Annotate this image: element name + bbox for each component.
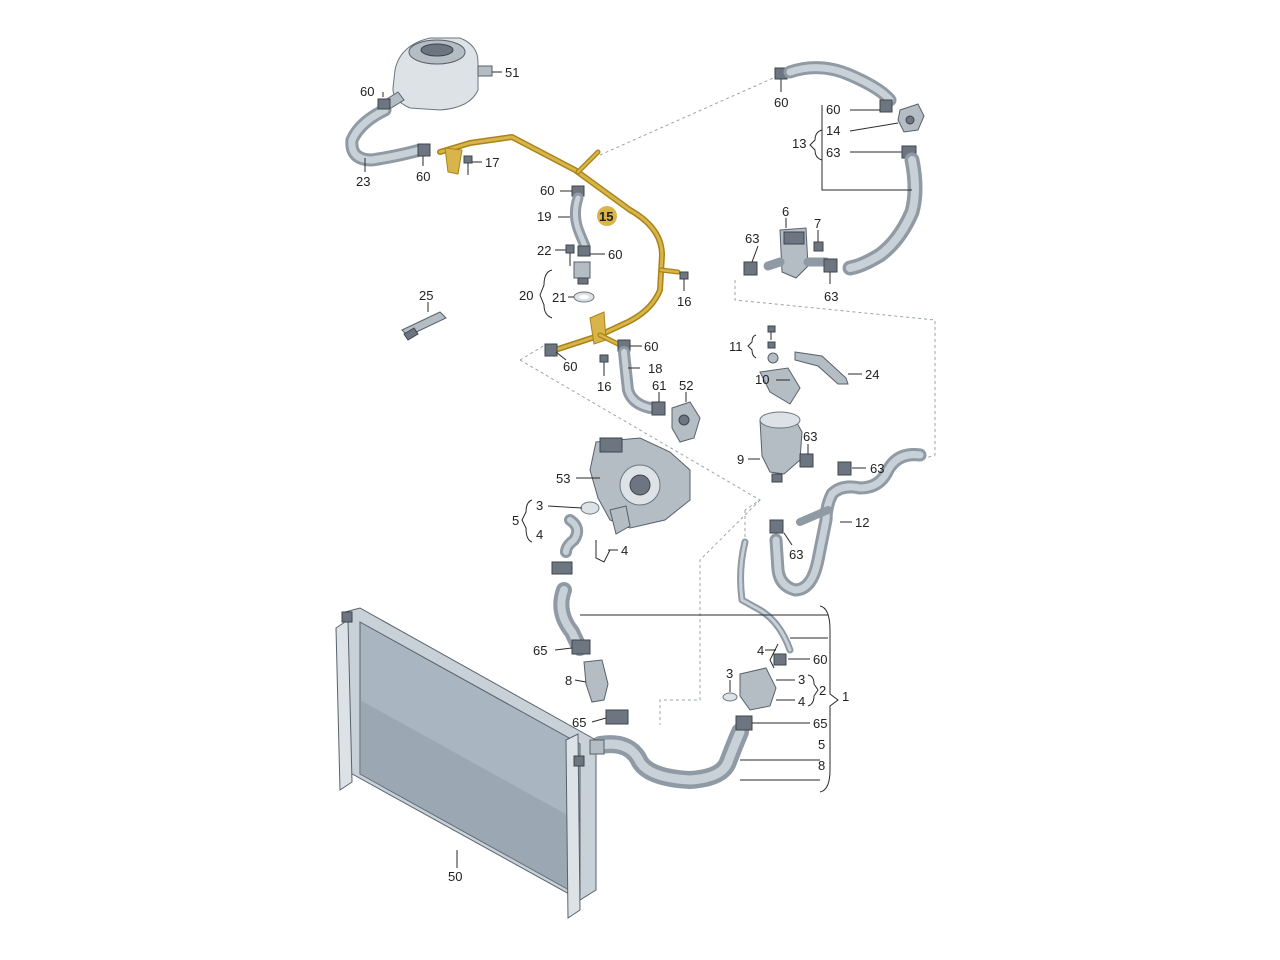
hose-group-13 [774, 61, 925, 276]
callout-51: 51 [505, 65, 519, 80]
callout-65-lower: 65 [572, 715, 586, 730]
clamp-60-pipe-end [544, 343, 567, 361]
callout-16-upper: 16 [677, 294, 691, 309]
callout-25: 25 [419, 288, 433, 303]
callout-65-upper: 65 [533, 643, 547, 658]
callout-60-middle: 60 [608, 247, 622, 262]
callout-60-right: 60 [826, 102, 840, 117]
callout-53: 53 [556, 471, 570, 486]
thermostat-housing-53 [576, 437, 691, 535]
callout-4-group-1-right: 4 [798, 694, 805, 709]
callout-60-top: 60 [774, 95, 788, 110]
callout-5-group-1: 5 [818, 737, 825, 752]
hose-18 [617, 339, 656, 414]
callout-60-hose-18: 60 [644, 339, 658, 354]
callout-60-pipe-end: 60 [563, 359, 577, 374]
clamp-63-left [743, 261, 758, 276]
bottom-radiator-hose [591, 723, 749, 789]
callout-14: 14 [826, 123, 840, 138]
callout-12: 12 [855, 515, 869, 530]
callout-5-upper: 5 [512, 513, 519, 528]
clamp-60-group-1 [773, 653, 787, 666]
callout-60-group-1: 60 [813, 652, 827, 667]
callout-63-lower: 63 [789, 547, 803, 562]
callout-24: 24 [865, 367, 879, 382]
bolt-17 [463, 155, 482, 175]
callout-20: 20 [519, 288, 533, 303]
clamp-upper-lower-hose [551, 561, 573, 575]
callout-2: 2 [819, 683, 826, 698]
callout-63-pump: 63 [803, 429, 817, 444]
callout-16-lower: 16 [597, 379, 611, 394]
callout-60-tank: 60 [360, 84, 374, 99]
callout-21: 21 [552, 290, 566, 305]
callout-1: 1 [842, 689, 849, 704]
callout-13: 13 [792, 136, 806, 151]
radiator-50 [335, 607, 605, 919]
clamp-60-left [417, 143, 431, 157]
callout-9: 9 [737, 452, 744, 467]
callout-23: 23 [356, 174, 370, 189]
callout-17: 17 [485, 155, 499, 170]
coolant-expansion-tank [381, 37, 502, 111]
callout-18: 18 [648, 361, 662, 376]
callout-3-group-1-right: 3 [798, 672, 805, 687]
callout-63-hose-12: 63 [870, 461, 884, 476]
callout-63-right: 63 [826, 145, 840, 160]
callout-3-group-1-left: 3 [726, 666, 733, 681]
dashed-reference-lines [519, 74, 936, 725]
clamp-65-lower [605, 709, 629, 725]
callout-60-upper: 60 [540, 183, 554, 198]
valve-6 [743, 218, 838, 284]
clamp-63-pump [799, 453, 814, 468]
screw-22-flange-20 [539, 244, 595, 319]
callout-11: 11 [729, 339, 743, 354]
hose-12 [769, 448, 927, 597]
clamp-60-right [879, 99, 893, 113]
callout-6: 6 [782, 204, 789, 219]
bolt-16-upper [679, 271, 689, 291]
hose-23 [345, 92, 431, 172]
pump-9 [748, 411, 814, 483]
clamp-63-hose-12 [837, 461, 852, 476]
callout-8-group-1: 8 [818, 758, 825, 773]
callout-63-bottom: 63 [824, 289, 838, 304]
callout-4-group-1-top: 4 [757, 643, 764, 658]
clamp-61-sensor-52 [651, 392, 701, 443]
screw-7 [813, 241, 824, 252]
clamp-65-group-1 [735, 715, 753, 731]
hose-19 [558, 185, 605, 257]
bracket-group-10-11-24 [747, 325, 862, 405]
bolt-16-lower [599, 354, 609, 376]
coolant-pipe-15-highlighted [437, 134, 681, 353]
callout-8-left: 8 [565, 673, 572, 688]
sensor-25 [401, 302, 447, 341]
callout-7: 7 [814, 216, 821, 231]
callout-15: 15 [599, 209, 613, 224]
callout-3-upper: 3 [536, 498, 543, 513]
callout-65-group-1: 65 [813, 716, 827, 731]
clamp-60-lower [577, 245, 591, 257]
callout-50: 50 [448, 869, 462, 884]
bracket-group-5-upper [521, 499, 618, 563]
clamp-63-bottom [823, 258, 838, 273]
callout-61: 61 [652, 378, 666, 393]
clamp-63-lower [769, 519, 784, 534]
callout-4-upper-right: 4 [621, 543, 628, 558]
callout-4-upper-left: 4 [536, 527, 543, 542]
bleed-hose [737, 538, 794, 654]
clamp-65-upper [571, 639, 591, 655]
callout-63-left: 63 [745, 231, 759, 246]
callout-60-left: 60 [416, 169, 430, 184]
callout-10: 10 [755, 372, 769, 387]
callout-22: 22 [537, 243, 551, 258]
lower-hose-group [551, 561, 828, 725]
callout-15-highlight [597, 206, 617, 226]
bracket-group-1 [722, 605, 839, 793]
clamp-60-tank [377, 98, 391, 110]
callout-52: 52 [679, 378, 693, 393]
callout-19: 19 [537, 209, 551, 224]
